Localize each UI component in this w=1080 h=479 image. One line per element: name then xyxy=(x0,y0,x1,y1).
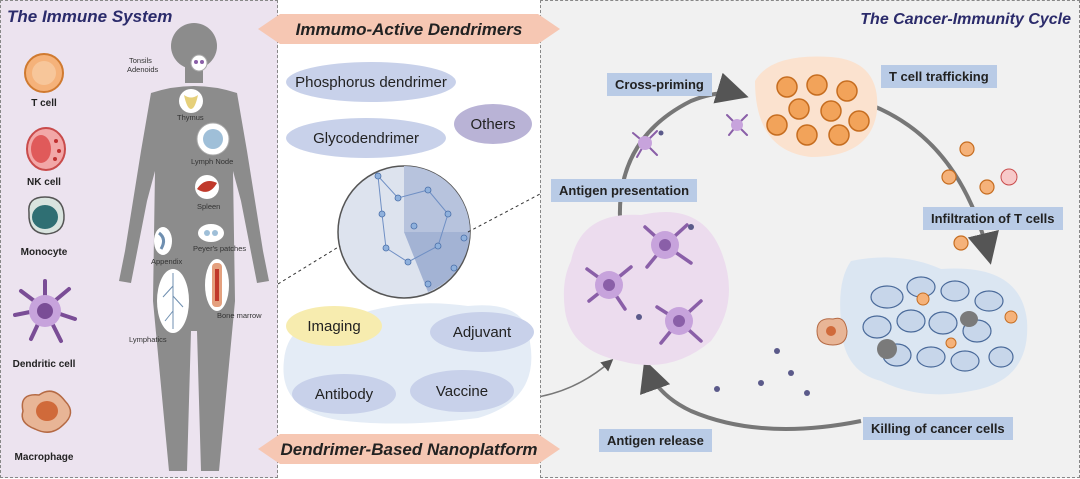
cancer-immunity-title: The Cancer-Immunity Cycle xyxy=(860,11,1071,28)
antigen-debris xyxy=(636,130,810,396)
peyers-patches-label: Peyer's patches xyxy=(193,244,247,253)
immune-system-title: The Immune System xyxy=(7,7,173,26)
bottom-banner: Dendrimer-Based Nanoplatform xyxy=(258,434,560,464)
dendritic-cell-label: Dendritic cell xyxy=(12,359,76,370)
vaccine-pill: Vaccine xyxy=(410,370,514,412)
lymphatics-label: Lymphatics xyxy=(129,335,167,344)
step-antigen-release: Antigen release xyxy=(599,429,712,452)
step-cross-priming: Cross-priming xyxy=(607,73,712,96)
imaging-pill: Imaging xyxy=(286,306,382,346)
nk-cell-icon xyxy=(26,127,66,171)
macrophage-small-icon xyxy=(816,317,848,346)
phosphorus-dendrimer-pill: Phosphorus dendrimer xyxy=(286,62,456,102)
immune-illustration xyxy=(13,23,269,471)
appendix-icon xyxy=(154,227,172,255)
connector-line-left xyxy=(278,245,341,285)
t-cell-label: T cell xyxy=(31,98,57,109)
step-t-cell-trafficking: T cell trafficking xyxy=(881,65,997,88)
tumor-mass-icon xyxy=(840,257,1028,395)
bone-marrow-label: Bone marrow xyxy=(217,311,262,320)
monocyte-label: Monocyte xyxy=(20,247,68,258)
macrophage-label: Macrophage xyxy=(14,452,74,463)
appendix-label: Appendix xyxy=(151,257,183,266)
t-cell-icon xyxy=(24,53,64,93)
others-pill: Others xyxy=(454,104,532,144)
small-dendritic-cells xyxy=(632,114,748,158)
nk-cell-label: NK cell xyxy=(27,177,61,188)
step-infiltration: Infiltration of T cells xyxy=(923,207,1063,230)
peyers-patches-icon xyxy=(198,224,224,242)
human-body-silhouette xyxy=(119,23,269,471)
dendrimer-panel: Phosphorus dendrimer Glycodendrimer Othe… xyxy=(278,0,540,478)
cancer-cycle-illustration xyxy=(541,56,1028,431)
adenoids-label: Adenoids xyxy=(127,65,159,74)
lymphatics-icon xyxy=(157,269,189,333)
top-banner-label: Immumo-Active Dendrimers xyxy=(295,20,523,39)
lymph-node-icon xyxy=(196,122,230,156)
bottom-banner-arrow xyxy=(258,434,560,464)
bottom-banner-label: Dendrimer-Based Nanoplatform xyxy=(280,440,538,459)
macrophage-icon xyxy=(21,390,72,433)
glycodendrimer-pill: Glycodendrimer xyxy=(286,118,446,158)
cycle-arrow-top-left xyxy=(617,72,749,234)
antigen-presenting-region xyxy=(563,211,729,366)
connector-line-right xyxy=(467,193,540,233)
monocyte-icon xyxy=(28,196,65,235)
nk-cell-small-icon xyxy=(1000,168,1018,186)
thymus-organ-icon xyxy=(179,89,203,113)
bone-marrow-icon xyxy=(205,259,229,311)
spleen-icon xyxy=(195,175,219,199)
cycle-arrow-right xyxy=(870,103,999,265)
dendritic-cell-icon xyxy=(13,279,77,343)
t-cell-cluster-icon xyxy=(755,56,878,157)
immune-system-panel: The Immune System xyxy=(0,0,278,478)
lymph-node-label: Lymph Node xyxy=(191,157,234,166)
tonsils-label: Tonsils xyxy=(129,56,152,65)
spleen-label: Spleen xyxy=(197,202,221,211)
cancer-immunity-panel: The Cancer-Immunity Cycle xyxy=(540,0,1080,478)
step-antigen-presentation: Antigen presentation xyxy=(551,179,698,202)
top-banner: Immumo-Active Dendrimers xyxy=(258,14,560,44)
thymus-label: Thymus xyxy=(177,113,204,122)
tonsils-organ-icon xyxy=(190,54,208,72)
dendrimer-sphere-icon xyxy=(337,165,471,299)
cycle-arrow-bottom xyxy=(640,359,862,431)
step-killing-cancer-cells: Killing of cancer cells xyxy=(863,417,1013,440)
infiltrating-t-cells xyxy=(941,141,995,251)
antibody-pill: Antibody xyxy=(292,374,396,414)
top-banner-arrow xyxy=(258,14,560,44)
adjuvant-pill: Adjuvant xyxy=(430,312,534,352)
vaccine-arrow xyxy=(541,359,614,398)
